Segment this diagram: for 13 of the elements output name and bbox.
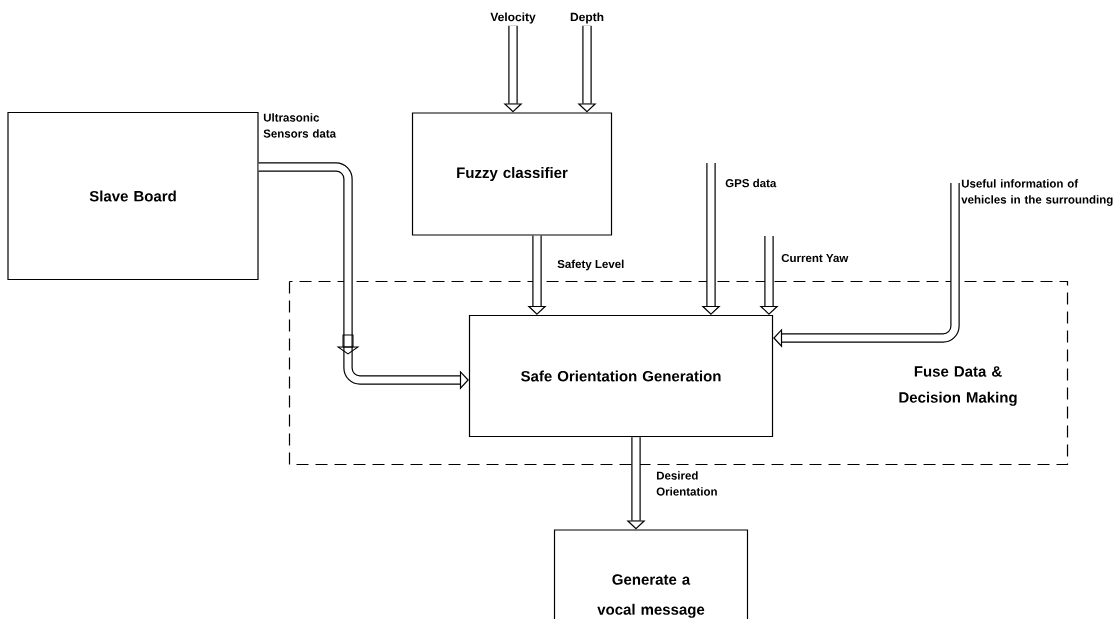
edge-label: Ultrasonic Sensors data — [263, 113, 337, 138]
input-text: Velocity — [490, 12, 536, 24]
edge-label: Current Yaw — [781, 253, 849, 263]
edge-label: Desired Orientation — [656, 471, 717, 496]
input-text: Depth — [570, 12, 604, 24]
process-box: Slave Board — [7, 111, 259, 281]
block-arrow — [773, 183, 960, 348]
process-box: Safe Orientation Generation — [468, 314, 774, 438]
edge-label: Useful information of vehicles in the surrounding — [961, 179, 1113, 206]
process-box: Generate a vocal message — [553, 529, 749, 619]
edge-label: Safety Level — [557, 259, 624, 271]
process-box: Fuzzy classifier — [411, 112, 613, 236]
edge-label: GPS data — [725, 178, 777, 188]
